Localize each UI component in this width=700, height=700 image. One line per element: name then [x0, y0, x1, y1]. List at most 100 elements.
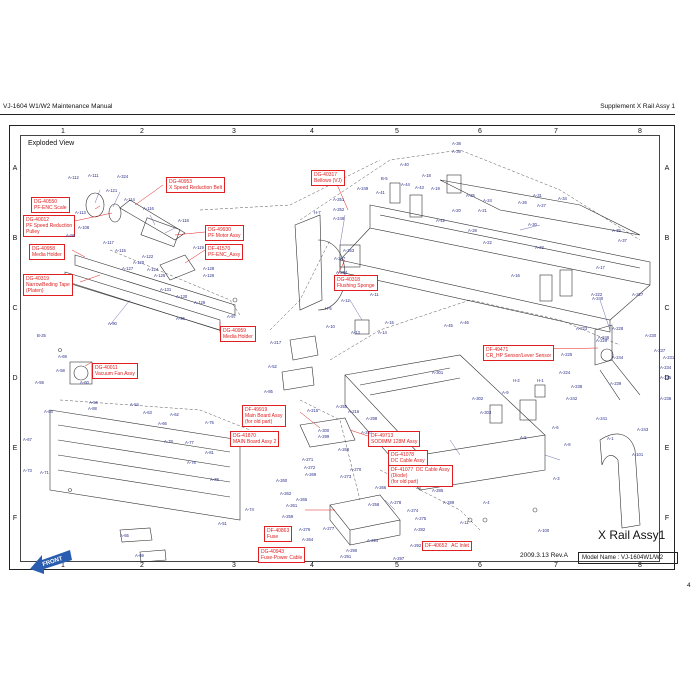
part-label: A-277: [323, 526, 335, 531]
part-label: A-258: [368, 502, 380, 507]
col-label: 5: [395, 562, 399, 569]
part-label: A-119: [193, 245, 204, 250]
part-label: A-21: [478, 208, 487, 213]
part-label: A-15: [385, 320, 394, 325]
part-label: A-81: [205, 450, 214, 455]
part-label: A-264: [302, 537, 314, 542]
assembly-guide-lines: [59, 149, 641, 531]
callout-main-board-assy-2: DG-41870 MAIN Board Assy 2: [230, 431, 280, 447]
row-label: D: [664, 375, 670, 382]
part-label: A-282: [414, 527, 426, 532]
speed-reduction-pulley: [108, 203, 122, 223]
main-board: [299, 417, 356, 448]
encoder-disk: [85, 192, 105, 218]
callout-fuse-power-cable: DG-40943 Fuse-Power Cable: [258, 547, 306, 563]
part-label: A-63: [143, 410, 152, 415]
part-label: A-229: [596, 338, 608, 343]
part-label: A-126: [203, 273, 215, 278]
part-label: A-217: [270, 340, 282, 345]
col-label: 6: [478, 562, 482, 569]
x-rail-underside: [339, 227, 651, 321]
part-label: A-115: [115, 248, 126, 253]
front-arrow-icon: FRONT: [30, 550, 72, 574]
col-label: 1: [61, 562, 65, 569]
part-label: A-17: [596, 265, 605, 270]
part-label: A-121: [106, 188, 118, 193]
part-label: A-4: [483, 500, 490, 505]
part-label: A-98: [66, 233, 75, 238]
part-label: A-1: [607, 436, 614, 441]
part-label: A-222: [591, 292, 603, 297]
callout-vacuum-fan-assy: DG-40011 Vacuum Fan Assy: [92, 363, 138, 379]
part-label: A-27: [537, 203, 546, 208]
part-label: A-20: [452, 208, 461, 213]
drawing-area: [20, 135, 660, 562]
part-label: A-34: [558, 196, 567, 201]
part-label: A-118: [178, 218, 189, 223]
part-label: A-108: [78, 225, 90, 230]
manual-title: VJ-1604 W1/W2 Maintenance Manual: [3, 103, 113, 110]
callout-pf-motor-assy: DG-49930 PF Motor Assy: [205, 225, 244, 241]
part-label: A-44: [401, 182, 410, 187]
part-label: A-76: [187, 460, 196, 465]
part-label: A-240: [592, 296, 604, 301]
part-label: A-62: [170, 412, 179, 417]
pf-motor: [140, 217, 181, 247]
part-label: A-125: [154, 273, 166, 278]
row-label: E: [664, 445, 670, 452]
part-label: A-259: [282, 514, 294, 519]
part-label: A-215: [307, 408, 319, 413]
part-label: A-78: [164, 439, 173, 444]
upper-rail: [439, 179, 641, 236]
part-label: A-275: [415, 516, 427, 521]
part-label: A-269: [305, 472, 317, 477]
callout-cr-hp-sensor: DF-49471 CR_HP Sensor/Lever Sensor: [483, 345, 555, 361]
part-label: A-225: [561, 352, 573, 357]
part-label: A-38: [210, 477, 219, 482]
part-label: A-23: [535, 245, 544, 250]
part-label: A-74: [245, 507, 254, 512]
side-frame: [599, 433, 641, 529]
part-label: A-257: [361, 430, 373, 435]
col-label: 4: [310, 128, 314, 135]
part-label: A-16: [511, 273, 520, 278]
platen-rail: [74, 254, 236, 316]
part-label: A-10: [326, 324, 335, 329]
callout-flushing-sponge: DG-40318 Flushing Sponge: [334, 275, 378, 291]
part-label: A-131: [160, 287, 172, 292]
col-label: 6: [478, 128, 482, 135]
part-label: A-291: [340, 554, 352, 559]
part-label: A-90: [108, 321, 117, 326]
part-label: A-120: [133, 260, 145, 265]
part-label: A-26: [518, 200, 527, 205]
part-label: A-224: [559, 370, 571, 375]
part-label: A-246: [598, 335, 610, 340]
part-label: A-18: [422, 173, 431, 178]
part-label: A-239: [610, 381, 622, 386]
col-label: 3: [232, 128, 236, 135]
part-label: A-227: [632, 292, 644, 297]
part-label: A-262: [280, 491, 292, 496]
row-label: F: [12, 515, 18, 522]
part-label: A-270: [350, 467, 362, 472]
row-label: F: [664, 515, 670, 522]
part-label: A-113: [75, 210, 86, 215]
part-label: A-11: [370, 292, 379, 297]
part-label: A-303: [480, 410, 492, 415]
drawing-title: X Rail Assy1: [598, 528, 666, 542]
part-label: A-35: [612, 228, 621, 233]
part-label: A-39: [452, 149, 461, 154]
exploded-view-label: Exploded View: [28, 140, 75, 147]
part-label: A-51: [218, 521, 227, 526]
part-label: A-231: [663, 355, 675, 360]
part-label: A-11: [460, 520, 469, 525]
part-label: A-272: [304, 465, 316, 470]
part-label: A-88: [88, 406, 97, 411]
row-label: D: [12, 375, 18, 382]
part-label: A-31: [533, 193, 542, 198]
part-label: A-301: [432, 370, 444, 375]
flushing-sponge: [339, 244, 361, 268]
part-label: A-75: [205, 420, 214, 425]
part-label: A-69: [58, 354, 67, 359]
col-label: 7: [554, 562, 558, 569]
